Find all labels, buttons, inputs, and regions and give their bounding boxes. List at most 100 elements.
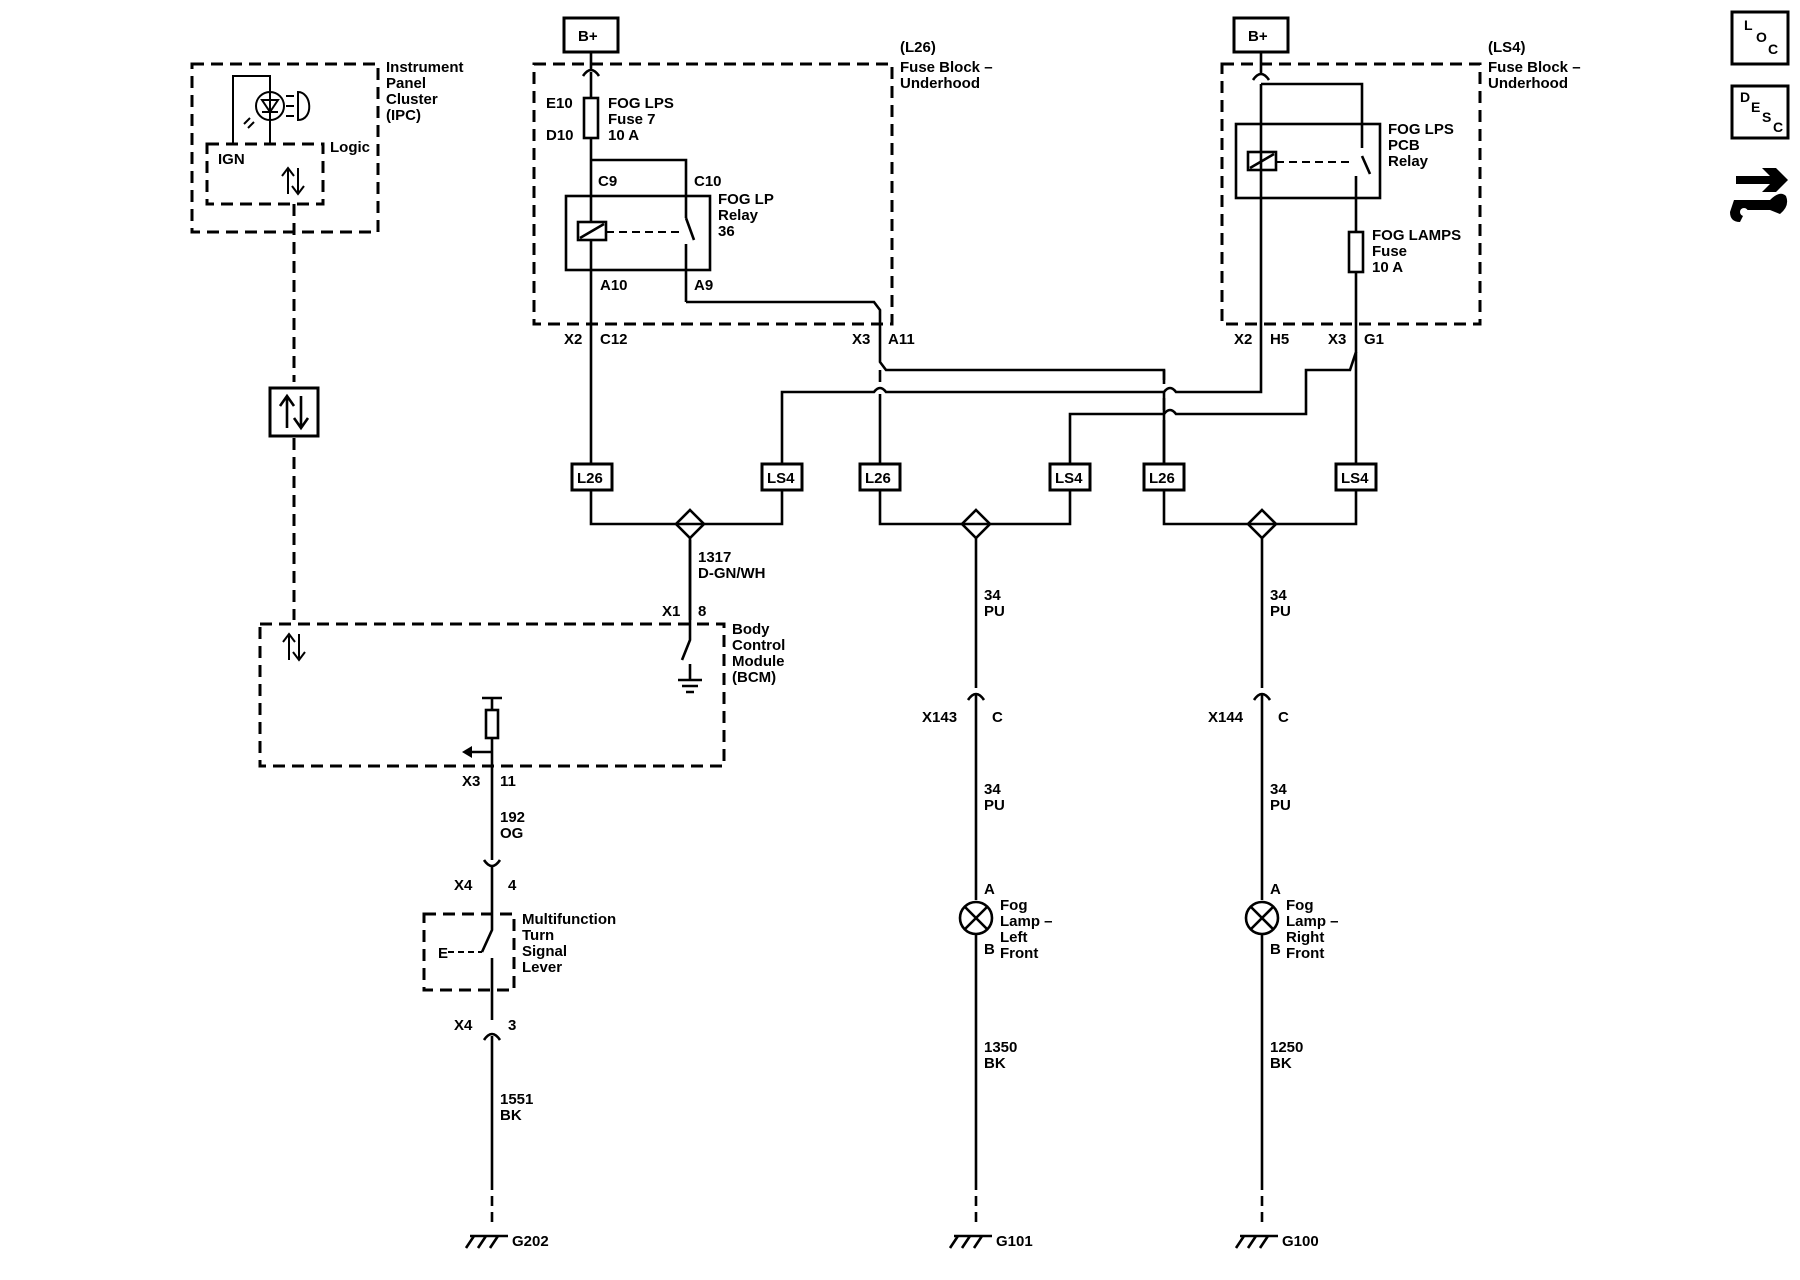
loc-letter-l: L (1744, 17, 1753, 33)
turn-signal-circuit: 192 OG X4 4 E Multifunction Turn Signal … (422, 766, 616, 1250)
x144-pin-label: C (1278, 709, 1289, 726)
wire-192-color: OG (500, 825, 523, 842)
l26-fuse-1: FOG LPS (608, 95, 674, 112)
ls4-x3-label: X3 (1328, 331, 1346, 348)
wire-34-right-num: 34 (1270, 587, 1287, 604)
wrench-icon[interactable] (1730, 168, 1788, 222)
location-button[interactable]: L O C (1730, 10, 1790, 66)
splice-left: 1317 D-GN/WH (589, 490, 784, 620)
x4-pin4-label: 4 (508, 877, 517, 894)
x144-label: X144 (1208, 709, 1244, 726)
switch-title-1: Multifunction (522, 911, 616, 928)
battery-label-left (562, 16, 620, 54)
switch-e-label: E (438, 945, 448, 962)
ground-g202-label: G202 (512, 1233, 549, 1250)
l26-x2-label: X2 (564, 331, 582, 348)
left-lamp-pin-b: B (984, 941, 995, 958)
fog-lamp-left-circuit: X143 C 34 PU A B Fog Lamp – Left Front 1… (922, 692, 1053, 1250)
l26-relay-2: Relay (718, 207, 759, 224)
battery-label-right (1232, 16, 1290, 54)
l26-c12-label: C12 (600, 331, 628, 348)
option-l26-1: L26 (577, 470, 603, 487)
ls4-h5-label: H5 (1270, 331, 1289, 348)
left-lamp-label-2: Lamp – (1000, 913, 1053, 930)
wire-1350-num: 1350 (984, 1039, 1017, 1056)
option-l26-2: L26 (865, 470, 891, 487)
data-arrows-icon (281, 166, 305, 196)
desc-letter-e: E (1751, 99, 1760, 115)
l26-block-title-2: Underhood (900, 75, 980, 92)
lamp-left-icon (958, 900, 994, 936)
wire-1317-num: 1317 (698, 549, 731, 566)
description-button[interactable]: D E S C (1730, 84, 1790, 140)
serial-data-icon (268, 386, 320, 438)
l26-fuse-3: 10 A (608, 127, 639, 144)
l26-block-id: (L26) (900, 39, 936, 56)
l26-c9-label: C9 (598, 173, 617, 190)
bcm-x1-label: X1 (662, 603, 680, 620)
ground-g101-label: G101 (996, 1233, 1033, 1250)
right-lamp-label-1: Fog (1286, 897, 1314, 914)
l26-d10-label: D10 (546, 127, 574, 144)
option-ls4-1: LS4 (767, 470, 795, 487)
left-lamp-wire-num: 34 (984, 781, 1001, 798)
battery-left-text: B+ (578, 28, 598, 45)
x4-bot-label: X4 (454, 1017, 473, 1034)
ipc-title-2: Panel (386, 75, 426, 92)
splice-middle: 34 PU (878, 490, 1072, 688)
l26-block-title-1: Fuse Block – (900, 59, 993, 76)
right-lamp-pin-a: A (1270, 881, 1281, 898)
wire-1551-num: 1551 (500, 1091, 533, 1108)
desc-letter-d: D (1740, 89, 1750, 105)
ipc-title-1: Instrument (386, 59, 464, 76)
left-lamp-label-1: Fog (1000, 897, 1028, 914)
bcm-x3-label: X3 (462, 773, 480, 790)
ipc-title-3: Cluster (386, 91, 438, 108)
bcm-title-1: Body (732, 621, 770, 638)
option-ls4-2: LS4 (1055, 470, 1083, 487)
left-lamp-label-3: Left (1000, 929, 1028, 946)
l26-relay-1: FOG LP (718, 191, 774, 208)
switch-title-3: Signal (522, 943, 567, 960)
left-lamp-pin-a: A (984, 881, 995, 898)
ls4-block-title-2: Underhood (1488, 75, 1568, 92)
wire-34-mid-color: PU (984, 603, 1005, 620)
ls4-block-id: (LS4) (1488, 39, 1526, 56)
ls4-fuse-2: Fuse (1372, 243, 1407, 260)
ground-g100-label: G100 (1282, 1233, 1319, 1250)
fog-lamp-right-circuit: X144 C 34 PU A B Fog Lamp – Right Front … (1208, 692, 1339, 1250)
l26-c10-label: C10 (694, 173, 722, 190)
x4-pin3-label: 3 (508, 1017, 516, 1034)
wire-1317-color: D-GN/WH (698, 565, 766, 582)
wire-1551-color: BK (500, 1107, 522, 1124)
ls4-fuse-3: 10 A (1372, 259, 1403, 276)
l26-relay-3: 36 (718, 223, 735, 240)
ls4-relay-1: FOG LPS (1388, 121, 1454, 138)
ls4-relay-2: PCB (1388, 137, 1420, 154)
right-lamp-label-3: Right (1286, 929, 1324, 946)
option-boxes: L26 LS4 L26 LS4 L26 LS4 (570, 462, 1378, 492)
ls4-fuse-1: FOG LAMPS (1372, 227, 1461, 244)
option-ls4-3: LS4 (1341, 470, 1369, 487)
left-lamp-label-4: Front (1000, 945, 1038, 962)
ipc-title-4: (IPC) (386, 107, 421, 124)
ls4-relay-3: Relay (1388, 153, 1429, 170)
instrument-panel-cluster: Instrument Panel Cluster (IPC) IGN Logic (190, 59, 464, 234)
fog-indicator-icon (232, 75, 311, 145)
x4-top-label: X4 (454, 877, 473, 894)
fuse-block-l26: B+ (L26) Fuse Block – Underhood E10 D10 … (532, 16, 993, 348)
splice-right: 34 PU (1162, 490, 1358, 688)
l26-x3-label: X3 (852, 331, 870, 348)
ipc-ign-label: IGN (218, 151, 245, 168)
right-lamp-pin-b: B (1270, 941, 1281, 958)
option-l26-3: L26 (1149, 470, 1175, 487)
l26-e10-label: E10 (546, 95, 573, 112)
option-routing (589, 340, 1358, 464)
ipc-logic-label: Logic (330, 139, 370, 156)
x143-label: X143 (922, 709, 957, 726)
wire-192-num: 192 (500, 809, 525, 826)
wire-1350-color: BK (984, 1055, 1006, 1072)
right-lamp-label-2: Lamp – (1286, 913, 1339, 930)
loc-letter-c: C (1768, 41, 1778, 57)
